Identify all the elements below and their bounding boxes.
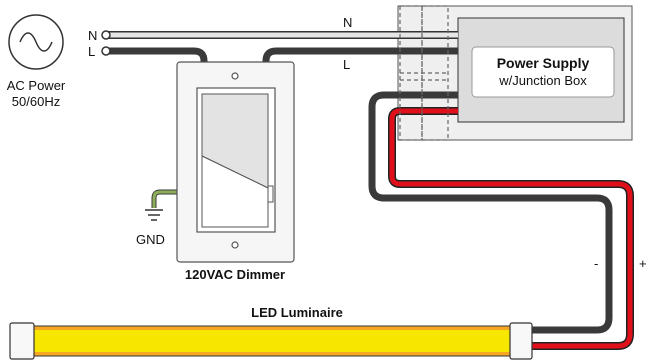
dimmer-switch: 120VAC Dimmer xyxy=(176,61,295,282)
terminal-n-label: N xyxy=(88,28,97,43)
led-strip-light xyxy=(24,330,514,352)
ground-wire xyxy=(151,189,178,208)
plate-screw-bottom xyxy=(231,241,239,249)
power-supply-label-box: Power Supply w/Junction Box xyxy=(471,46,615,98)
ground-symbol-icon xyxy=(145,209,163,221)
ac-frequency-label: 50/60Hz xyxy=(12,94,60,109)
junction-channels xyxy=(399,5,449,141)
led-end-cap-left xyxy=(9,322,35,360)
line-wire: L xyxy=(104,47,458,72)
ac-power-source: AC Power 50/60Hz N L xyxy=(7,14,97,109)
terminal-l-connector xyxy=(101,46,111,56)
sine-wave-icon xyxy=(19,32,53,52)
negative-wire-label: - xyxy=(594,256,598,271)
terminal-n-connector xyxy=(101,30,111,40)
neutral-wire-label: N xyxy=(343,15,352,30)
negative-wire xyxy=(368,91,613,334)
output-wires: - + xyxy=(368,91,647,350)
dimmer-label: 120VAC Dimmer xyxy=(185,267,285,282)
led-luminaire: LED Luminaire xyxy=(9,305,533,360)
power-supply-subtitle: w/Junction Box xyxy=(498,73,587,88)
power-supply-title: Power Supply xyxy=(497,55,590,71)
led-end-cap-right xyxy=(509,322,533,360)
ground-label: GND xyxy=(136,232,165,247)
line-wire-label: L xyxy=(343,57,350,72)
neutral-wire: N xyxy=(104,15,458,39)
plate-screw-top xyxy=(231,72,239,80)
dimmer-slider xyxy=(267,185,274,203)
positive-wire-label: + xyxy=(639,256,647,271)
positive-wire-outline xyxy=(388,107,634,350)
terminal-l-label: L xyxy=(88,44,95,59)
ground: GND xyxy=(136,189,178,247)
luminaire-label: LED Luminaire xyxy=(251,305,343,320)
positive-wire xyxy=(389,108,633,349)
ac-power-label: AC Power xyxy=(7,78,66,93)
